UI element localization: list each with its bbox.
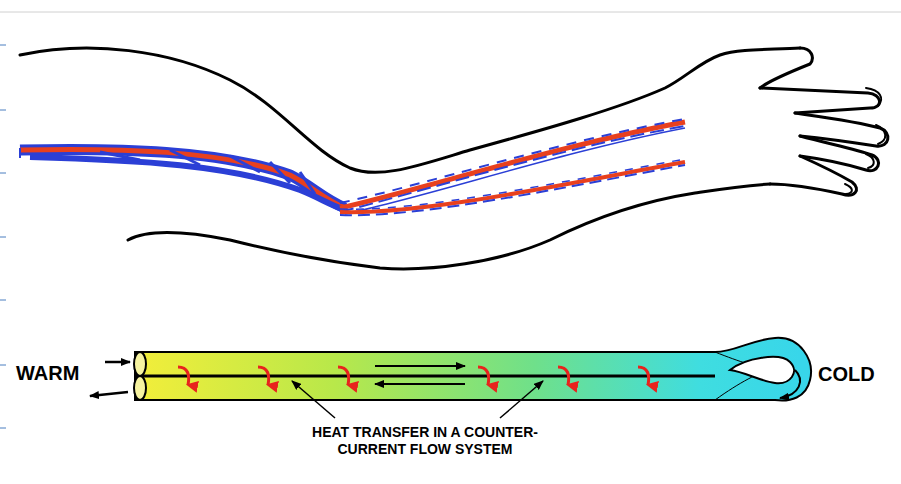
leader-lines	[292, 381, 543, 418]
arm-outline	[20, 48, 888, 269]
heat-arrows	[178, 367, 649, 385]
blood-vessels	[20, 119, 685, 215]
tube	[90, 338, 811, 401]
end-label: WARM	[16, 361, 79, 385]
margin-ticks	[0, 45, 6, 428]
end-label: COLD	[818, 362, 875, 386]
caption-label: HEAT TRANSFER IN A COUNTER- CURRENT FLOW…	[300, 424, 550, 458]
